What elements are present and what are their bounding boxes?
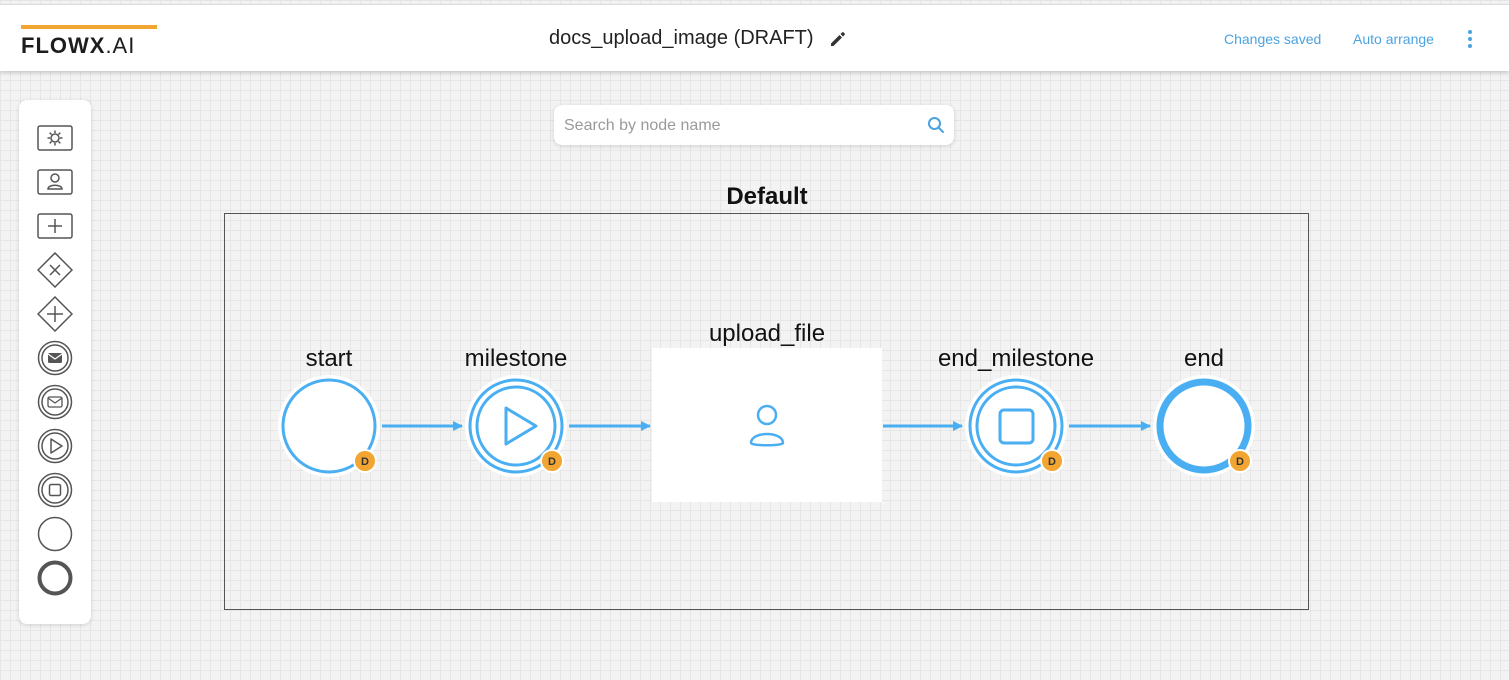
top-bar: FLOWX.AI docs_upload_image (DRAFT) Chang…	[0, 4, 1509, 71]
node-palette	[19, 100, 91, 624]
logo-accent-bar	[21, 25, 157, 29]
start-milestone-icon[interactable]	[37, 428, 73, 464]
parallel-gateway-icon[interactable]	[37, 296, 73, 332]
exclusive-gateway-icon[interactable]	[37, 252, 73, 288]
node-search-bar	[554, 105, 954, 145]
start-label: start	[305, 345, 353, 372]
pencil-icon[interactable]	[828, 29, 848, 49]
search-input[interactable]	[562, 113, 916, 139]
message-send-icon[interactable]	[37, 340, 73, 376]
end-label: end	[1183, 345, 1225, 372]
end-milestone-icon[interactable]	[37, 472, 73, 508]
title-area: docs_upload_image (DRAFT)	[549, 27, 848, 50]
logo-bold: FLOWX	[21, 33, 106, 58]
process-title: docs_upload_image (DRAFT)	[549, 27, 814, 49]
auto-arrange-button[interactable]: Auto arrange	[1353, 31, 1434, 47]
user-task-icon[interactable]	[37, 164, 73, 200]
logo-text: FLOWX.AI	[21, 33, 135, 59]
swimlane-title: Default	[726, 183, 808, 210]
milestone-label: milestone	[464, 345, 568, 372]
upload-file-label: upload_file	[708, 320, 826, 347]
search-icon[interactable]	[926, 115, 946, 135]
subprocess-icon[interactable]	[37, 208, 73, 244]
service-task-icon[interactable]	[37, 120, 73, 156]
start-event-icon[interactable]	[37, 516, 73, 552]
changes-saved-status: Changes saved	[1224, 31, 1322, 47]
upload-file-task-node[interactable]	[652, 348, 882, 502]
end-milestone-label: end_milestone	[937, 345, 1095, 372]
end-event-icon[interactable]	[37, 560, 73, 596]
swimlane-default	[224, 213, 1309, 610]
logo-light: .AI	[105, 33, 136, 58]
message-receive-icon[interactable]	[37, 384, 73, 420]
more-vertical-icon[interactable]	[1462, 27, 1478, 51]
